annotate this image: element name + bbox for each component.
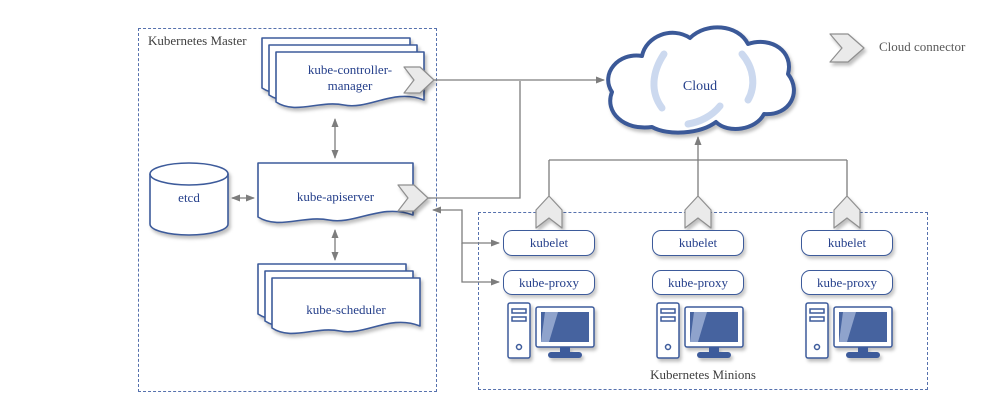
etcd-node cylinder-icon bbox=[149, 162, 229, 236]
kubelet-box: kubelet bbox=[652, 230, 744, 256]
computer-icon bbox=[507, 302, 595, 359]
minions-title: Kubernetes Minions bbox=[650, 366, 756, 382]
master-title: Kubernetes Master bbox=[148, 32, 247, 48]
cloud-connectors bbox=[397, 33, 865, 229]
kube-apiserver-node bbox=[257, 162, 414, 224]
kube-proxy-box: kube-proxy bbox=[503, 270, 595, 295]
kube-proxy-label: kube-proxy bbox=[668, 274, 728, 290]
legend-label: Cloud connector bbox=[879, 38, 966, 54]
etcd-label: etcd bbox=[178, 189, 200, 205]
kube-proxy-label: kube-proxy bbox=[519, 274, 579, 290]
cloud-highlight bbox=[650, 50, 668, 112]
cloud-highlight bbox=[738, 50, 757, 104]
connector-lines bbox=[231, 76, 848, 286]
kube-proxy-label: kube-proxy bbox=[817, 274, 877, 290]
kubelet3-connector-icon bbox=[833, 195, 861, 229]
kubelet-label: kubelet bbox=[827, 235, 867, 250]
cloud-highlight bbox=[684, 102, 724, 128]
line-apiserver-to-kubeproxy bbox=[461, 243, 500, 286]
kube-proxy-box: kube-proxy bbox=[652, 270, 744, 295]
line-apiserver-to-cloud bbox=[428, 81, 521, 199]
cloud-icon bbox=[606, 25, 796, 135]
kubelet-box: kubelet bbox=[801, 230, 893, 256]
apiserver-label: kube-apiserver bbox=[296, 188, 375, 204]
kubelet1-connector-icon bbox=[535, 195, 563, 229]
kubelet-label: kubelet bbox=[678, 235, 718, 250]
minion-computers bbox=[507, 302, 893, 359]
cloud-label: Cloud bbox=[682, 79, 718, 95]
kubelet2-connector-icon bbox=[684, 195, 712, 229]
kube-proxy-box: kube-proxy bbox=[801, 270, 893, 295]
kubelet-label: kubelet bbox=[529, 235, 569, 250]
line-apiserver-to-kubelet bbox=[432, 206, 500, 247]
computer-icon bbox=[805, 302, 893, 359]
kubelet-box: kubelet bbox=[503, 230, 595, 256]
controller-manager-connector-icon bbox=[403, 66, 435, 94]
kube-controller-manager-node bbox=[261, 37, 425, 109]
apiserver-connector-icon bbox=[397, 184, 429, 212]
computer-icon bbox=[656, 302, 744, 359]
legend-chevron-icon bbox=[829, 33, 865, 63]
kube-scheduler-node bbox=[257, 263, 421, 335]
controller-manager-label: kube-controller-manager bbox=[307, 61, 393, 93]
scheduler-label: kube-scheduler bbox=[306, 301, 386, 317]
